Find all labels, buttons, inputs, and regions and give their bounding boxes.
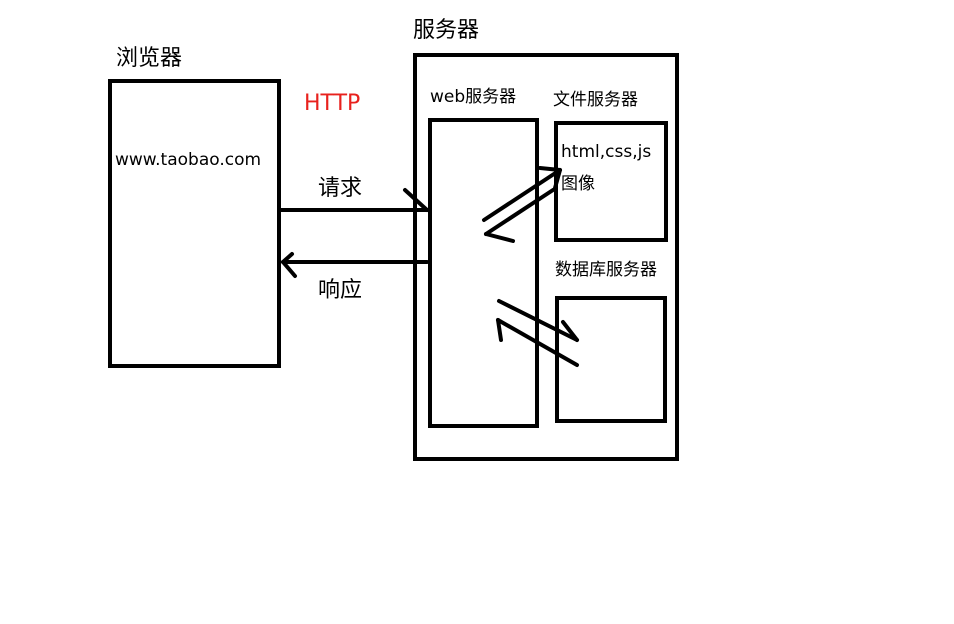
db-server-arrow-right [497, 299, 579, 342]
web-server-title: web服务器 [430, 87, 517, 107]
file-server-title: 文件服务器 [553, 90, 638, 110]
request-arrow [279, 188, 429, 212]
db-server-arrow-left [496, 318, 579, 367]
file-server-arrow-down [484, 188, 555, 243]
http-label: HTTP [304, 91, 361, 116]
file-server-arrow-up [482, 166, 562, 222]
request-label: 请求 [318, 176, 363, 201]
file-server-content-2: 图像 [561, 174, 595, 194]
browser-title: 浏览器 [116, 46, 183, 71]
browser-url: www.taobao.com [115, 150, 262, 170]
server-title: 服务器 [413, 18, 480, 43]
response-label: 响应 [318, 278, 363, 303]
response-arrow [281, 252, 429, 278]
server-box [413, 53, 679, 461]
file-server-content-1: html,css,js [561, 142, 652, 162]
browser-box [108, 79, 281, 368]
db-server-title: 数据库服务器 [555, 260, 657, 280]
web-server-box [428, 118, 539, 428]
db-server-box [555, 296, 667, 423]
